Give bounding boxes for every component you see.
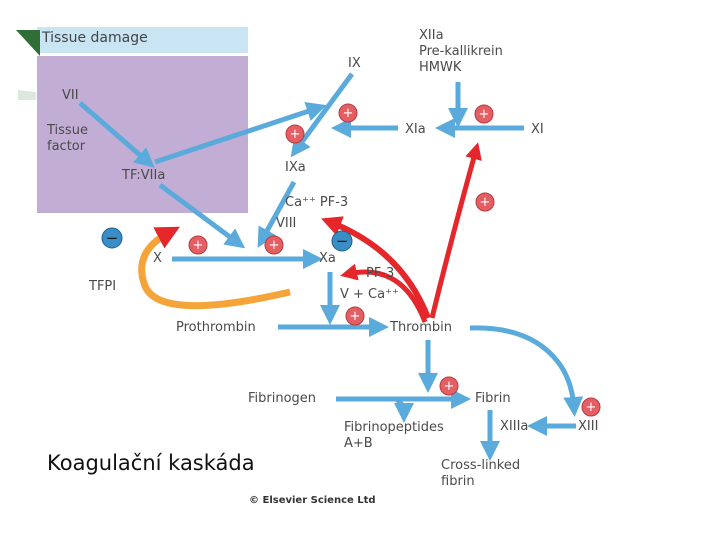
minus-marker-xa: − <box>331 230 353 252</box>
plus-marker-prothrombin: + <box>345 306 365 326</box>
svg-text:+: + <box>586 400 597 415</box>
label-thrombin: Thrombin <box>390 320 452 335</box>
plus-marker-ix: + <box>338 103 358 123</box>
svg-text:+: + <box>479 107 490 122</box>
plus-marker-xiii: + <box>581 397 601 417</box>
label-vii: VII <box>62 88 79 103</box>
plus-marker-x-2: + <box>264 235 284 255</box>
label-ixa: IXa <box>285 160 306 175</box>
leaf-decoration-light <box>18 90 36 100</box>
label-ix: IX <box>348 56 361 71</box>
label-fibrinopeptides: Fibrinopeptides A+B <box>344 420 444 451</box>
plus-marker-ix-left: + <box>285 124 305 144</box>
label-xiiia: XIIIa <box>500 419 529 434</box>
svg-text:+: + <box>350 309 361 324</box>
red-feedback-thrombin-to-viii <box>321 216 431 320</box>
label-tfpi: TFPI <box>89 279 117 294</box>
label-fibrin: Fibrin <box>475 391 511 406</box>
svg-text:+: + <box>193 238 204 253</box>
arrow-ix-to-ixa <box>290 72 355 158</box>
label-xiii: XIII <box>578 419 599 434</box>
plus-marker-thrombin-xi: + <box>475 192 495 212</box>
plus-marker-x-1: + <box>188 235 208 255</box>
minus-marker-tfpi: − <box>101 227 123 249</box>
label-pf3-bottom: PF-3 <box>366 266 395 281</box>
label-fibrinogen: Fibrinogen <box>248 391 317 406</box>
header-title: Tissue damage <box>42 30 148 46</box>
label-x: X <box>153 251 162 266</box>
label-xa: Xa <box>319 251 336 266</box>
red-tfpi-loop <box>138 226 291 310</box>
red-feedback-thrombin-to-v <box>340 263 428 323</box>
label-v-ca: V + Ca⁺⁺ <box>340 287 399 302</box>
svg-text:−: − <box>336 232 349 250</box>
label-ca-pf3-top: Ca⁺⁺ PF-3 <box>285 195 349 210</box>
label-xiia-group: XIIa Pre-kallikrein HMWK <box>419 28 503 75</box>
label-xia: XIa <box>405 122 426 137</box>
plus-marker-xi: + <box>474 104 494 124</box>
svg-text:−: − <box>106 229 119 247</box>
label-tf-viia: TF:VIIa <box>122 168 166 183</box>
arrow-tfviia-to-x <box>158 182 246 249</box>
leaf-decoration <box>16 30 40 56</box>
svg-text:+: + <box>290 127 301 142</box>
arrow-vii-to-tfviia <box>78 101 155 168</box>
label-viii: VIII <box>276 216 297 231</box>
label-xi: XI <box>531 122 544 137</box>
arrow-tfviia-to-ix <box>154 101 327 165</box>
svg-text:+: + <box>343 106 354 121</box>
label-tissue-factor: Tissue factor <box>47 123 88 154</box>
plus-marker-fibrin: + <box>439 376 459 396</box>
arrow-thrombin-to-xiii <box>469 325 584 417</box>
red-feedback-thrombin-to-xi <box>429 142 482 319</box>
tissue-damage-header: Tissue damage <box>38 27 248 53</box>
label-cross-linked: Cross-linked fibrin <box>441 458 521 489</box>
tissue-header-bar <box>37 27 248 53</box>
label-prothrombin: Prothrombin <box>176 320 256 335</box>
tissue-box <box>37 56 248 213</box>
arrow-to-fibrinopeptides <box>393 396 414 423</box>
svg-text:+: + <box>480 195 491 210</box>
svg-text:+: + <box>444 379 455 394</box>
copyright-notice: © Elsevier Science Ltd <box>249 495 376 506</box>
slide-caption: Koagulační kaskáda <box>47 451 255 475</box>
svg-text:+: + <box>269 238 280 253</box>
arrow-ixa-to-x <box>257 180 297 248</box>
